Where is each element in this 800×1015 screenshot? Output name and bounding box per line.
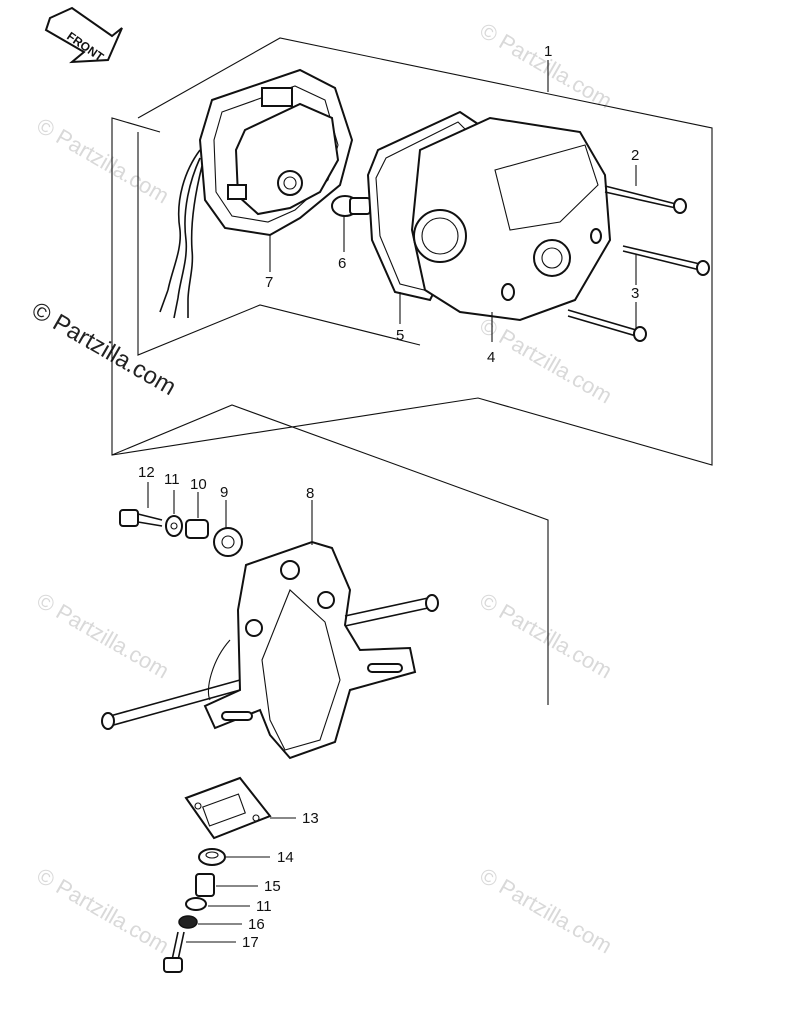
- callout-16: 16: [248, 916, 265, 933]
- callout-1: 1: [544, 43, 552, 60]
- callout-labels: 1 2 3 4 5 6 7 8 9 10 11 12 13 14 15 11 1…: [138, 43, 639, 951]
- watermark: © Partzilla.com: [33, 588, 174, 684]
- callout-11: 11: [164, 471, 180, 488]
- bracket-part-8: [101, 500, 439, 760]
- watermark: © Partzilla.com: [476, 313, 617, 409]
- callout-12: 12: [138, 464, 155, 481]
- watermark: © Partzilla.com: [476, 863, 617, 959]
- watermark: © Partzilla.com: [33, 113, 174, 209]
- callout-5: 5: [396, 327, 404, 344]
- bulb-part-6: [331, 195, 371, 252]
- callout-17: 17: [242, 934, 259, 951]
- assembly-frame: [111, 37, 713, 705]
- callout-3: 3: [631, 285, 639, 302]
- watermark-dark: © Partzilla.com: [27, 297, 181, 401]
- lens-part-4: [410, 116, 612, 342]
- lamp-base-part-7: [159, 68, 354, 319]
- callout-10: 10: [190, 476, 207, 493]
- watermark: © Partzilla.com: [476, 588, 617, 684]
- callout-8: 8: [306, 485, 314, 502]
- callout-13: 13: [302, 810, 319, 827]
- watermark: © Partzilla.com: [476, 18, 617, 114]
- mount-hardware-9-12: [119, 482, 243, 557]
- callout-4: 4: [487, 349, 495, 366]
- callout-7: 7: [265, 274, 273, 291]
- watermark: © Partzilla.com: [33, 863, 174, 959]
- screws-part-2-3: [567, 165, 710, 342]
- lower-hardware-13-17: [163, 776, 296, 973]
- callout-11b: 11: [256, 898, 272, 915]
- callout-9: 9: [220, 484, 228, 501]
- callout-6: 6: [338, 255, 346, 272]
- callout-2: 2: [631, 147, 639, 164]
- front-arrow: FRONT: [44, 6, 123, 65]
- callout-15: 15: [264, 878, 281, 895]
- callout-14: 14: [277, 849, 294, 866]
